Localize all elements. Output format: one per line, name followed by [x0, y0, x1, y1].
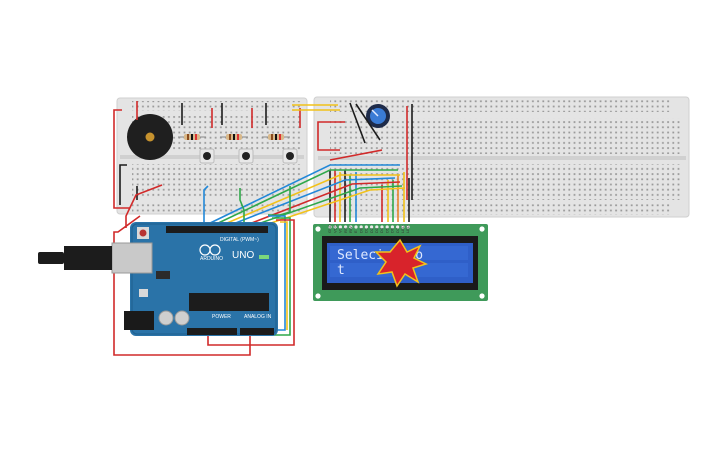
lcd-pin-label: RW: [348, 226, 353, 233]
lcd-pin[interactable]: [401, 225, 405, 229]
lcd-pin[interactable]: [359, 225, 363, 229]
lcd-pin-label: D3: [374, 227, 379, 233]
lcd-pin-label: D2: [369, 227, 374, 233]
lcd-pin-label: GND: [327, 224, 332, 233]
lcd-pin[interactable]: [390, 225, 394, 229]
lcd-pin-label: D0: [358, 227, 363, 233]
lcd-pin[interactable]: [370, 225, 374, 229]
push-button-3[interactable]: [282, 148, 298, 164]
wires-left-board: [113, 101, 340, 209]
lcd-line-2: t: [337, 263, 345, 278]
lcd-pin[interactable]: [406, 225, 410, 229]
digital-pin-header: [166, 226, 268, 233]
brand-label: ARDUINO: [200, 256, 223, 262]
resistor-2[interactable]: [220, 134, 248, 140]
lcd-pin-label: RS: [343, 227, 348, 233]
analog-pin-header: [240, 328, 274, 335]
power-jack: [124, 311, 154, 330]
lcd-pin[interactable]: [385, 225, 389, 229]
usb-connector: [38, 242, 153, 274]
lcd-pin[interactable]: [364, 225, 368, 229]
lcd-pin-label: LED: [405, 225, 410, 233]
resistor-3[interactable]: [262, 134, 290, 140]
power-label: POWER: [212, 314, 231, 320]
lcd-pin[interactable]: [338, 225, 342, 229]
lcd-pin-label: D1: [364, 227, 369, 233]
lcd-pin[interactable]: [328, 225, 332, 229]
lcd-pin[interactable]: [333, 225, 337, 229]
lcd-pin-label: VCC: [332, 224, 337, 233]
arduino-uno-board[interactable]: DIGITAL (PWM~) ARDUINO UNO POWER ANALOG …: [38, 222, 278, 336]
push-button-1[interactable]: [199, 148, 215, 164]
analog-label: ANALOG IN: [244, 314, 272, 320]
arduino-connection-wires: [113, 164, 406, 356]
lcd-pin-label: D5: [384, 227, 389, 233]
atmega-chip: [189, 293, 269, 311]
lcd-pin-label: D7: [395, 227, 400, 233]
lcd-pin[interactable]: [396, 225, 400, 229]
lcd-pin[interactable]: [354, 225, 358, 229]
model-label: UNO: [232, 250, 254, 261]
error-star-icon: [374, 238, 429, 288]
lcd-pin-label: E: [353, 230, 358, 233]
lcd-pin[interactable]: [344, 225, 348, 229]
lcd-pin-label: D6: [390, 227, 395, 233]
resistor-1[interactable]: [178, 134, 206, 140]
push-button-2[interactable]: [238, 148, 254, 164]
power-pin-header: [187, 328, 237, 335]
lcd-pin[interactable]: [380, 225, 384, 229]
lcd-pin[interactable]: [349, 225, 353, 229]
lcd-pin-label: V0: [338, 227, 343, 233]
lcd-pin-label: LED: [400, 225, 405, 233]
lcd-pin[interactable]: [375, 225, 379, 229]
digital-header-label: DIGITAL (PWM~): [220, 237, 259, 243]
potentiometer[interactable]: [366, 104, 390, 128]
piezo-buzzer[interactable]: [127, 114, 173, 160]
lcd-pin-label: D4: [379, 227, 384, 233]
arduino-logo-icon: [199, 244, 221, 256]
